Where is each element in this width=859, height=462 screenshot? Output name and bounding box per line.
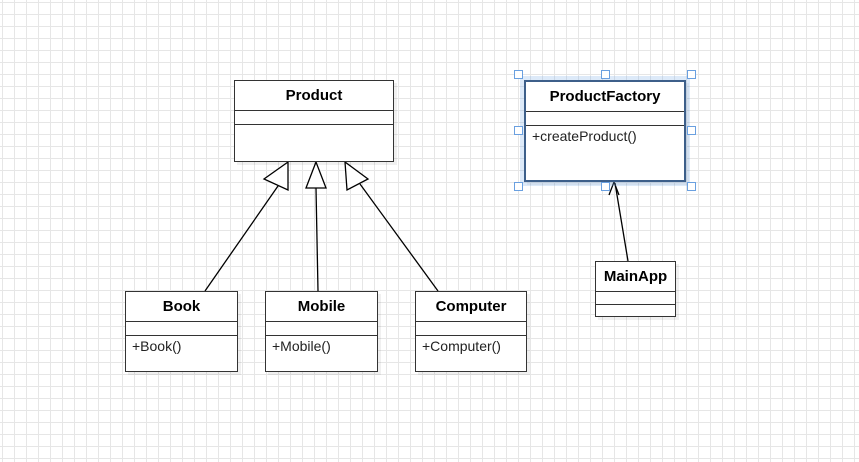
attributes-compartment[interactable] xyxy=(526,112,684,126)
resize-handle-bottom-left[interactable] xyxy=(514,182,523,191)
inheritance-mobile-product[interactable] xyxy=(305,160,327,292)
open-arrowhead xyxy=(608,180,620,196)
class-computer[interactable]: Computer +Computer() xyxy=(415,291,527,372)
class-productfactory[interactable]: ProductFactory +createProduct() xyxy=(524,80,686,182)
methods-compartment[interactable]: +Computer() xyxy=(416,336,526,370)
resize-handle-left[interactable] xyxy=(514,126,523,135)
attributes-compartment[interactable] xyxy=(266,322,377,336)
class-name-computer[interactable]: Computer xyxy=(416,292,526,322)
class-mainapp[interactable]: MainApp xyxy=(595,261,676,317)
attributes-compartment[interactable] xyxy=(126,322,237,336)
class-name-mainapp[interactable]: MainApp xyxy=(596,262,675,292)
hollow-triangle-arrowhead xyxy=(305,160,327,189)
class-book[interactable]: Book +Book() xyxy=(125,291,238,372)
resize-handle-bottom-right[interactable] xyxy=(687,182,696,191)
methods-compartment[interactable]: +createProduct() xyxy=(526,126,684,180)
method-book[interactable]: +Book() xyxy=(132,338,182,354)
method-mobile[interactable]: +Mobile() xyxy=(272,338,331,354)
methods-compartment[interactable] xyxy=(596,305,675,314)
methods-compartment[interactable]: +Mobile() xyxy=(266,336,377,370)
class-name-mobile[interactable]: Mobile xyxy=(266,292,377,322)
hollow-triangle-arrowhead xyxy=(344,160,370,192)
inheritance-computer-product[interactable] xyxy=(344,160,439,292)
hollow-triangle-arrowhead xyxy=(262,160,289,192)
resize-handle-top-left[interactable] xyxy=(514,70,523,79)
attributes-compartment[interactable] xyxy=(596,292,675,305)
inheritance-book-product[interactable] xyxy=(204,160,289,292)
resize-handle-top-right[interactable] xyxy=(687,70,696,79)
resize-handle-top[interactable] xyxy=(601,70,610,79)
method-computer[interactable]: +Computer() xyxy=(422,338,501,354)
method-createproduct[interactable]: +createProduct() xyxy=(532,128,637,144)
class-product[interactable]: Product xyxy=(234,80,394,162)
attributes-compartment[interactable] xyxy=(235,111,393,125)
methods-compartment[interactable]: +Book() xyxy=(126,336,237,370)
class-name-book[interactable]: Book xyxy=(126,292,237,322)
association-mainapp-productfactory[interactable] xyxy=(608,180,629,262)
resize-handle-right[interactable] xyxy=(687,126,696,135)
methods-compartment[interactable] xyxy=(235,125,393,160)
class-name-productfactory[interactable]: ProductFactory xyxy=(526,82,684,112)
class-mobile[interactable]: Mobile +Mobile() xyxy=(265,291,378,372)
resize-handle-bottom[interactable] xyxy=(601,182,610,191)
attributes-compartment[interactable] xyxy=(416,322,526,336)
class-name-product[interactable]: Product xyxy=(235,81,393,111)
